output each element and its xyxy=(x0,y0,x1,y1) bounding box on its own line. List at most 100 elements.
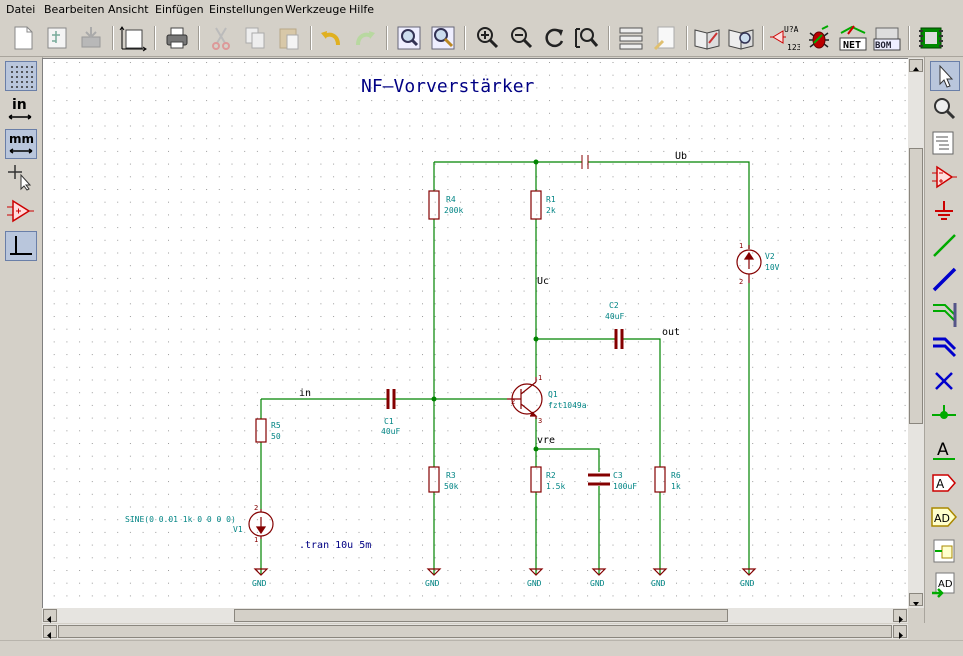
copy-icon[interactable] xyxy=(240,23,270,53)
transistor-q1 xyxy=(507,377,543,419)
add-label-button[interactable]: A xyxy=(930,435,960,465)
bus-to-bus-entry-button[interactable] xyxy=(930,333,960,363)
r5-ref: R5 xyxy=(271,421,281,430)
vertical-scrollbar[interactable] xyxy=(908,58,924,608)
select-tool-button[interactable] xyxy=(930,61,960,91)
library-browser-icon[interactable] xyxy=(726,23,756,53)
page-settings-icon[interactable] xyxy=(118,23,148,53)
wire-icon xyxy=(933,234,956,257)
capacitor-c2 xyxy=(614,329,624,349)
erc-icon[interactable] xyxy=(804,23,834,53)
scroll-right-button[interactable] xyxy=(893,609,907,623)
horizontal-scroll-thumb[interactable] xyxy=(234,609,728,622)
print-icon[interactable] xyxy=(162,23,192,53)
menu-einstellungen[interactable]: Einstellungen xyxy=(209,3,284,16)
add-wire-button[interactable] xyxy=(930,231,960,261)
resistor-r4 xyxy=(428,190,440,220)
vertical-scroll-thumb[interactable] xyxy=(909,148,923,424)
component-labels: R4 200k R1 2k C2 40uF C1 40uF Q1 fzt1049… xyxy=(125,195,780,534)
inch-label: in xyxy=(12,97,27,113)
new-schematic-icon[interactable] xyxy=(8,23,38,53)
units-inch-button[interactable]: in xyxy=(5,95,37,125)
netlist-icon[interactable]: NET xyxy=(838,23,868,53)
net-label-ub: Ub xyxy=(675,151,687,162)
undo-icon[interactable] xyxy=(316,23,346,53)
find-replace-icon[interactable] xyxy=(428,23,458,53)
toolbar-separator xyxy=(908,26,910,50)
cursor-shape-button[interactable] xyxy=(5,163,37,193)
toolbar-separator xyxy=(686,26,688,50)
menu-ansicht[interactable]: Ansicht xyxy=(108,3,149,16)
resistor-r2 xyxy=(530,466,542,493)
junction xyxy=(431,396,437,402)
add-junction-button[interactable] xyxy=(930,401,960,431)
v2-ref: V2 xyxy=(765,252,775,261)
add-global-label-button[interactable]: A xyxy=(930,469,960,499)
menu-hilfe[interactable]: Hilfe xyxy=(349,3,375,16)
c2-ref: C2 xyxy=(609,301,619,310)
library-editor-icon[interactable] xyxy=(692,23,722,53)
paste-icon[interactable] xyxy=(274,23,304,53)
add-hierarchical-label-button[interactable]: AD xyxy=(930,503,960,533)
r1-value: 2k xyxy=(546,206,556,215)
no-connect-button[interactable] xyxy=(930,367,960,397)
scroll-left-button[interactable] xyxy=(43,625,57,639)
open-schematic-icon[interactable] xyxy=(42,23,72,53)
zoom-in-icon[interactable] xyxy=(472,23,502,53)
leave-sheet-icon[interactable] xyxy=(650,23,680,53)
r2-ref: R2 xyxy=(546,471,556,480)
menu-bearbeiten[interactable]: Bearbeiten xyxy=(44,3,105,16)
r5-value: 50 xyxy=(271,432,281,441)
scroll-right-button[interactable] xyxy=(893,625,907,639)
horizontal-scroll-thumb[interactable] xyxy=(58,625,892,638)
spice-directive: .tran 10u 5m xyxy=(299,540,371,551)
menu-werkzeuge[interactable]: Werkzeuge xyxy=(285,3,347,16)
v2-value: 10V xyxy=(765,263,780,272)
schematic-canvas[interactable]: NF–Vorverstärker xyxy=(42,58,908,608)
status-bar xyxy=(0,640,963,656)
hierarchy-button[interactable] xyxy=(930,129,960,159)
wire-c3-top xyxy=(536,448,600,472)
hierarchy-icon xyxy=(932,131,954,155)
voltage-source-v2 xyxy=(736,245,762,283)
c3-value: 100uF xyxy=(613,482,637,491)
highlight-net-button[interactable] xyxy=(930,95,960,125)
no-connect-icon xyxy=(935,372,953,390)
add-component-button[interactable] xyxy=(930,163,960,193)
import-sheet-pin-button[interactable]: AD xyxy=(930,571,960,601)
scroll-left-button[interactable] xyxy=(43,609,57,623)
redo-icon[interactable] xyxy=(350,23,380,53)
ground-symbols xyxy=(253,568,757,576)
menu-datei[interactable]: Datei xyxy=(6,3,36,16)
wire-to-bus-entry-button[interactable] xyxy=(930,299,960,329)
cut-icon[interactable] xyxy=(206,23,236,53)
redraw-icon[interactable] xyxy=(540,23,570,53)
gnd-symbol xyxy=(426,568,442,576)
show-grid-button[interactable] xyxy=(5,61,37,91)
horizontal-scrollbar[interactable] xyxy=(42,608,908,623)
find-icon[interactable] xyxy=(394,23,424,53)
add-bus-button[interactable] xyxy=(930,265,960,295)
zoom-out-icon[interactable] xyxy=(506,23,536,53)
zoom-fit-icon[interactable] xyxy=(572,23,602,53)
hidden-pins-button[interactable] xyxy=(5,197,37,227)
bom-label: BOM xyxy=(875,41,892,51)
svg-text:AD: AD xyxy=(934,512,950,525)
inch-units-icon: in xyxy=(8,97,32,120)
add-power-button[interactable] xyxy=(930,197,960,227)
bom-icon[interactable]: BOM xyxy=(872,23,902,53)
wire-angle-button[interactable] xyxy=(5,231,37,261)
scroll-up-button[interactable] xyxy=(909,59,923,72)
pcb-icon[interactable] xyxy=(916,23,946,53)
units-mm-button[interactable]: mm xyxy=(5,129,37,159)
capacitor-c3 xyxy=(588,473,610,486)
hierarchy-navigator-icon[interactable] xyxy=(616,23,646,53)
wire-ub-rail xyxy=(588,161,750,249)
svg-text:A: A xyxy=(937,440,949,460)
secondary-horizontal-scrollbar[interactable] xyxy=(42,624,908,639)
save-icon[interactable] xyxy=(76,23,106,53)
scroll-down-button[interactable] xyxy=(909,593,923,606)
menu-einfuegen[interactable]: Einfügen xyxy=(155,3,204,16)
add-hierarchical-sheet-button[interactable] xyxy=(930,537,960,567)
